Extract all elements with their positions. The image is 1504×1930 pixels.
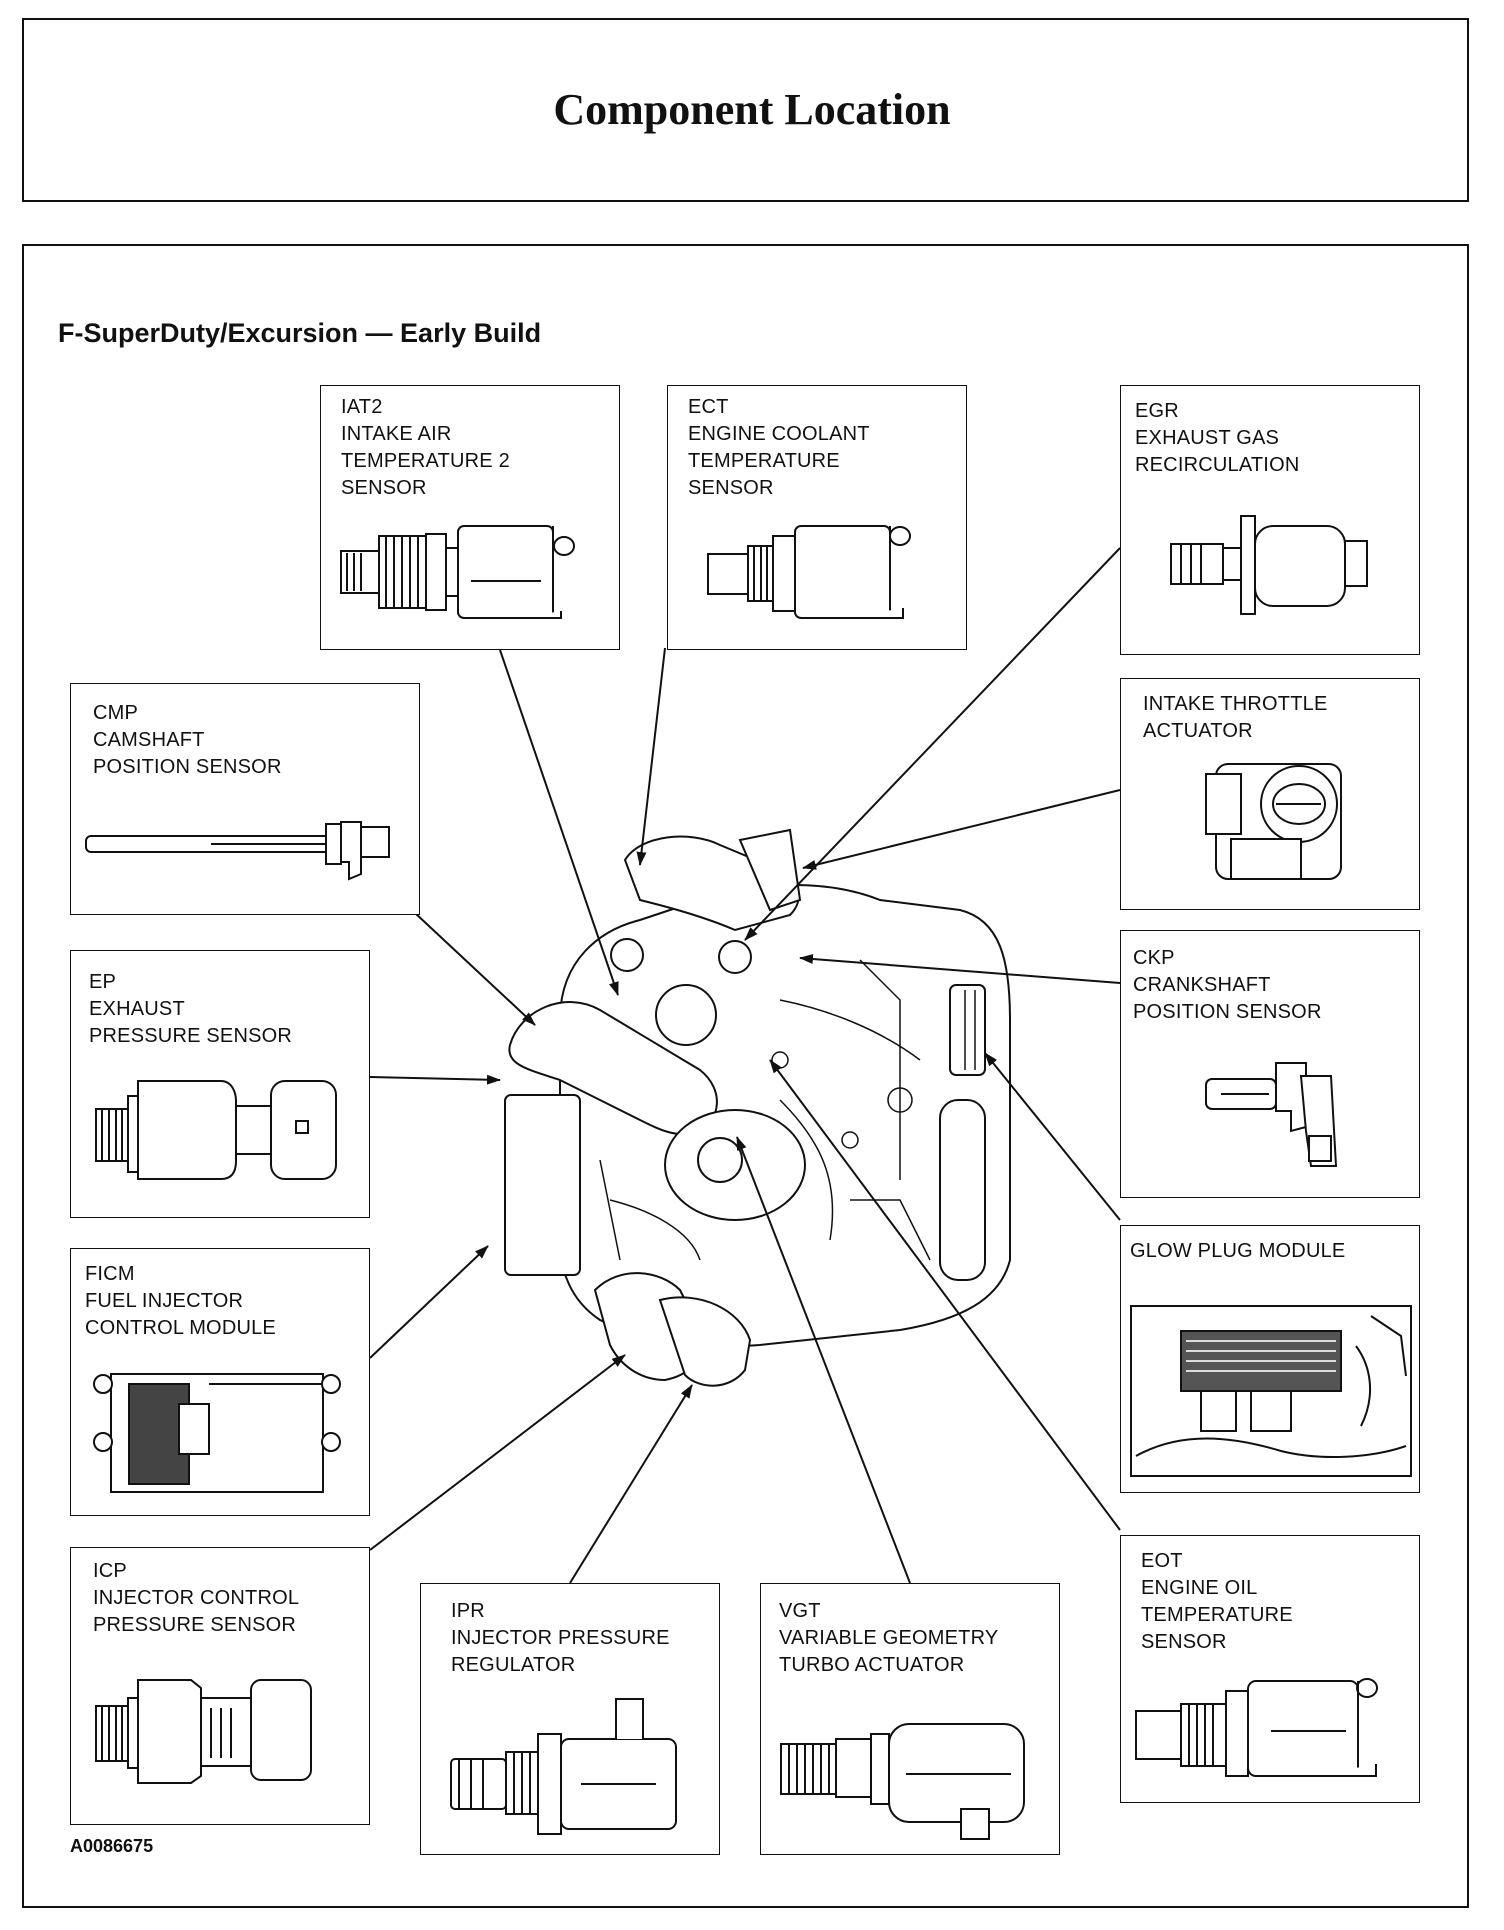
component-ipr: IPR INJECTOR PRESSURE REGULATOR <box>420 1583 720 1855</box>
component-egr: EGR EXHAUST GAS RECIRCULATION <box>1120 385 1420 655</box>
component-ita-label: INTAKE THROTTLE ACTUATOR <box>1143 693 1328 742</box>
ficm-module-icon <box>93 1373 341 1493</box>
ep-sensor-icon <box>95 1080 337 1180</box>
component-eot: EOT ENGINE OIL TEMPERATURE SENSOR <box>1120 1535 1420 1803</box>
component-ckp: CKP CRANKSHAFT POSITION SENSOR <box>1120 930 1420 1198</box>
figure-id: A0086675 <box>70 1836 154 1856</box>
title-box <box>22 18 1469 202</box>
egr-valve-icon <box>1170 515 1368 615</box>
component-cmp: CMP CAMSHAFT POSITION SENSOR <box>70 683 420 915</box>
component-icp: ICP INJECTOR CONTROL PRESSURE SENSOR <box>70 1547 370 1825</box>
component-ficm-label: FICM FUEL INJECTOR CONTROL MODULE <box>85 1263 276 1339</box>
eot-sensor-icon <box>1135 1678 1378 1777</box>
page-title: Component Location <box>553 85 951 134</box>
component-eot-label: EOT ENGINE OIL TEMPERATURE SENSOR <box>1141 1550 1293 1653</box>
component-cmp-label: CMP CAMSHAFT POSITION SENSOR <box>93 702 282 778</box>
component-intake-throttle-actuator: INTAKE THROTTLE ACTUATOR <box>1120 678 1420 910</box>
component-glow-plug-module: GLOW PLUG MODULE <box>1120 1225 1420 1493</box>
component-ect: ECT ENGINE COOLANT TEMPERATURE SENSOR <box>667 385 967 650</box>
component-gpm-label: GLOW PLUG MODULE <box>1130 1240 1346 1262</box>
component-ect-label: ECT ENGINE COOLANT TEMPERATURE SENSOR <box>688 396 870 499</box>
component-egr-label: EGR EXHAUST GAS RECIRCULATION <box>1135 400 1300 476</box>
ipr-regulator-icon <box>450 1698 677 1835</box>
throttle-actuator-icon <box>1205 763 1342 880</box>
ect-sensor-icon <box>707 525 911 619</box>
component-ep: EP EXHAUST PRESSURE SENSOR <box>70 950 370 1218</box>
component-ep-label: EP EXHAUST PRESSURE SENSOR <box>89 971 293 1047</box>
ckp-sensor-icon <box>1205 1062 1338 1167</box>
vgt-actuator-icon <box>780 1723 1025 1840</box>
component-vgt-label: VGT VARIABLE GEOMETRY TURBO ACTUATOR <box>779 1600 999 1676</box>
component-ckp-label: CKP CRANKSHAFT POSITION SENSOR <box>1133 947 1322 1023</box>
iat2-sensor-icon <box>340 525 575 619</box>
glow-plug-module-icon <box>1130 1305 1412 1477</box>
component-vgt: VGT VARIABLE GEOMETRY TURBO ACTUATOR <box>760 1583 1060 1855</box>
component-iat2: IAT2 INTAKE AIR TEMPERATURE 2 SENSOR <box>320 385 620 650</box>
component-ipr-label: IPR INJECTOR PRESSURE REGULATOR <box>451 1600 670 1676</box>
component-icp-label: ICP INJECTOR CONTROL PRESSURE SENSOR <box>93 1560 300 1636</box>
diagram-subtitle: F-SuperDuty/Excursion — Early Build <box>58 318 542 348</box>
diagram-frame <box>22 244 1469 1908</box>
icp-sensor-icon <box>95 1679 312 1784</box>
component-ficm: FICM FUEL INJECTOR CONTROL MODULE <box>70 1248 370 1516</box>
component-iat2-label: IAT2 INTAKE AIR TEMPERATURE 2 SENSOR <box>341 396 510 499</box>
cmp-sensor-icon <box>85 821 390 881</box>
